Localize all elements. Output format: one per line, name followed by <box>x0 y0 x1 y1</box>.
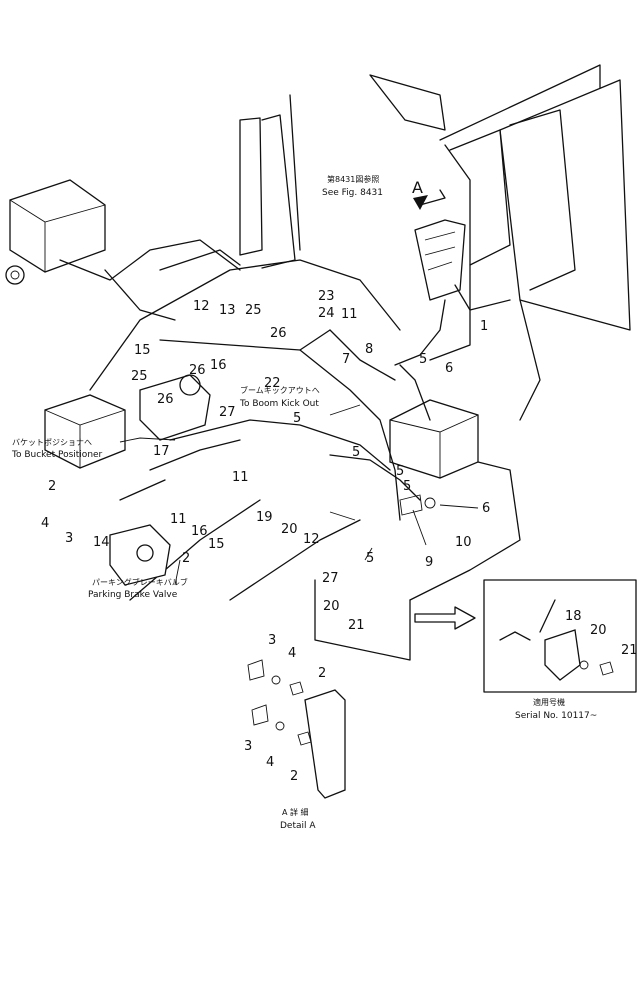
callout-c26b: 26 <box>189 363 206 378</box>
callout-c5b: 5 <box>293 411 301 426</box>
serial-label-jp: 適用号機 <box>533 697 565 707</box>
callout-c26c: 26 <box>157 392 174 407</box>
callout-c23: 23 <box>318 289 335 304</box>
callout-c20a: 20 <box>281 522 298 537</box>
callout-c27b: 27 <box>322 571 339 586</box>
callout-c9: 9 <box>425 555 433 570</box>
callout-c12b: 12 <box>303 532 320 547</box>
detail-a-label-jp: A 詳 細 <box>282 807 309 817</box>
callout-c27a: 27 <box>219 405 236 420</box>
callout-c3a: 3 <box>65 531 73 546</box>
detail-a-label: Detail A <box>280 821 316 831</box>
callout-c4a: 4 <box>41 516 49 531</box>
detail-marker-a: A <box>412 178 423 197</box>
callout-c5d: 5 <box>396 464 404 479</box>
callout-c22: 22 <box>264 376 281 391</box>
callout-c15a: 15 <box>134 343 151 358</box>
machine-outline <box>5 64 637 799</box>
callout-c21b: 21 <box>621 643 638 658</box>
callout-c5e: 5 <box>403 479 411 494</box>
boom-kickout-label: To Boom Kick Out <box>239 399 319 409</box>
callout-c11b: 11 <box>232 470 249 485</box>
callout-c25a: 25 <box>245 303 262 318</box>
callout-c2a: 2 <box>48 479 56 494</box>
callout-c18: 18 <box>565 609 582 624</box>
bucket-positioner-label-jp: バケットポジショナへ <box>12 438 92 447</box>
callout-c6a: 6 <box>445 361 453 376</box>
callout-c8: 8 <box>365 342 373 357</box>
callout-c3c: 3 <box>244 739 252 754</box>
boom-kickout-label-jp: ブームキックアウトへ <box>240 385 320 395</box>
callout-c5a: 5 <box>419 352 427 367</box>
callout-c20c: 20 <box>590 623 607 638</box>
callout-c4b: 4 <box>288 646 296 661</box>
serial-label: Serial No. 10117~ <box>515 711 597 721</box>
callout-c11a: 11 <box>341 307 358 322</box>
parking-brake-label: Parking Brake Valve <box>88 590 178 600</box>
see-fig-label-jp: 第8431図参照 <box>327 174 379 184</box>
callout-c5c: 5 <box>352 445 360 460</box>
callout-c6b: 6 <box>482 501 490 516</box>
see-fig-label: See Fig. 8431 <box>322 188 383 198</box>
callout-c24: 24 <box>318 306 335 321</box>
callout-c2b: 2 <box>182 551 190 566</box>
callout-c19: 19 <box>256 510 273 525</box>
bucket-positioner-label: To Bucket Positioner <box>11 450 103 460</box>
callout-c4c: 4 <box>266 755 274 770</box>
callout-c12a: 12 <box>193 299 210 314</box>
callout-c14: 14 <box>93 535 110 550</box>
parking-brake-label-jp: パーキングブレーキバルブ <box>92 577 188 587</box>
callout-c1: 1 <box>480 319 488 334</box>
callout-c16a: 16 <box>210 358 227 373</box>
callout-c15b: 15 <box>208 537 225 552</box>
callout-c10: 10 <box>455 535 472 550</box>
callout-c2d: 2 <box>290 769 298 784</box>
callout-c5f: 5 <box>366 551 374 566</box>
callout-c2c: 2 <box>318 666 326 681</box>
callout-c13: 13 <box>219 303 236 318</box>
callout-c20b: 20 <box>323 599 340 614</box>
callout-numbers: 1222233344455555566789101111111212131415… <box>41 289 638 784</box>
callout-c25b: 25 <box>131 369 148 384</box>
callout-c7: 7 <box>342 352 350 367</box>
callout-c11c: 11 <box>170 512 187 527</box>
callout-c17: 17 <box>153 444 170 459</box>
callout-c3b: 3 <box>268 633 276 648</box>
diagram-labels: 第8431図参照 See Fig. 8431 A ブームキックアウトへ To B… <box>11 174 597 831</box>
callout-c21a: 21 <box>348 618 365 633</box>
callout-c26a: 26 <box>270 326 287 341</box>
callout-c16b: 16 <box>191 524 208 539</box>
